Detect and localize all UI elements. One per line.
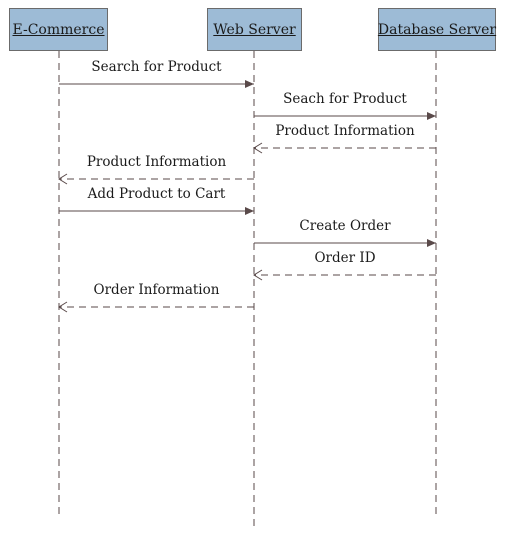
message-7[interactable]: Order ID [253,250,436,281]
message-6[interactable]: Create Order [254,218,436,247]
message-label: Product Information [87,154,227,170]
message-8[interactable]: Order Information [58,282,254,313]
actor-database-server[interactable]: Database Server [378,8,496,51]
message-arrowhead [253,269,263,281]
message-3[interactable]: Product Information [253,123,436,154]
message-label: Order Information [94,282,220,298]
message-arrowhead [253,142,263,154]
message-arrowhead [58,173,68,185]
message-label: Add Product to Cart [87,186,226,202]
message-4[interactable]: Product Information [58,154,254,185]
message-label: Create Order [299,218,391,234]
message-arrowhead [58,301,68,313]
actor-web-server[interactable]: Web Server [207,8,302,51]
actor-e-commerce[interactable]: E-Commerce [9,8,108,51]
actor-label-e-commerce: E-Commerce [12,21,105,38]
message-label: Order ID [314,250,375,266]
message-2[interactable]: Seach for Product [254,91,436,120]
message-1[interactable]: Search for Product [59,59,254,88]
actor-label-web-server: Web Server [213,21,296,38]
actor-label-database-server: Database Server [377,21,497,38]
message-5[interactable]: Add Product to Cart [59,186,254,215]
message-label: Product Information [275,123,415,139]
message-label: Search for Product [91,59,222,75]
message-label: Seach for Product [283,91,407,107]
